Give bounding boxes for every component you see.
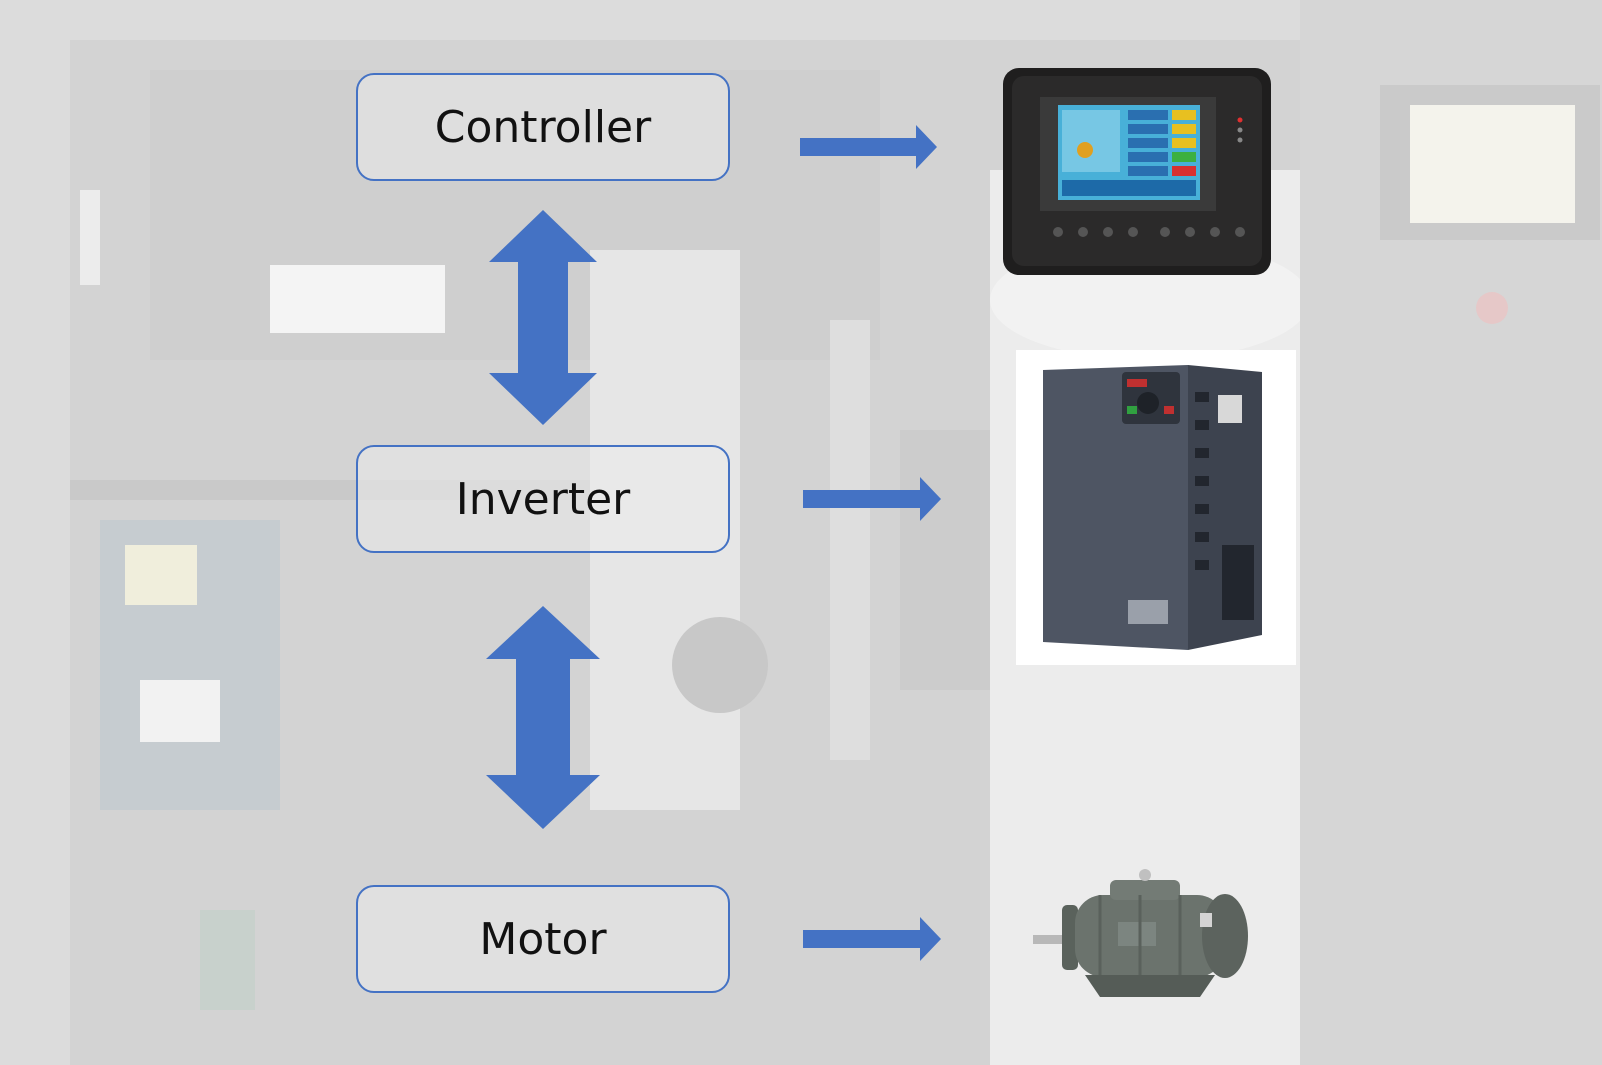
inverter-motor-bidirectional-arrow	[486, 606, 600, 829]
controller-image-arrow	[800, 125, 937, 169]
electric-motor-image	[1033, 869, 1248, 997]
controller-box: Controller	[356, 73, 730, 181]
inverter-label: Inverter	[455, 473, 631, 525]
inverter-drive-image	[1016, 350, 1296, 665]
inverter-image-arrow	[803, 477, 941, 521]
controller-panel-image	[1003, 68, 1271, 275]
motor-label: Motor	[479, 913, 607, 965]
controller-label: Controller	[434, 101, 652, 153]
inverter-box: Inverter	[356, 445, 730, 553]
motor-image-arrow	[803, 917, 941, 961]
controller-inverter-bidirectional-arrow	[489, 210, 597, 425]
motor-box: Motor	[356, 885, 730, 993]
